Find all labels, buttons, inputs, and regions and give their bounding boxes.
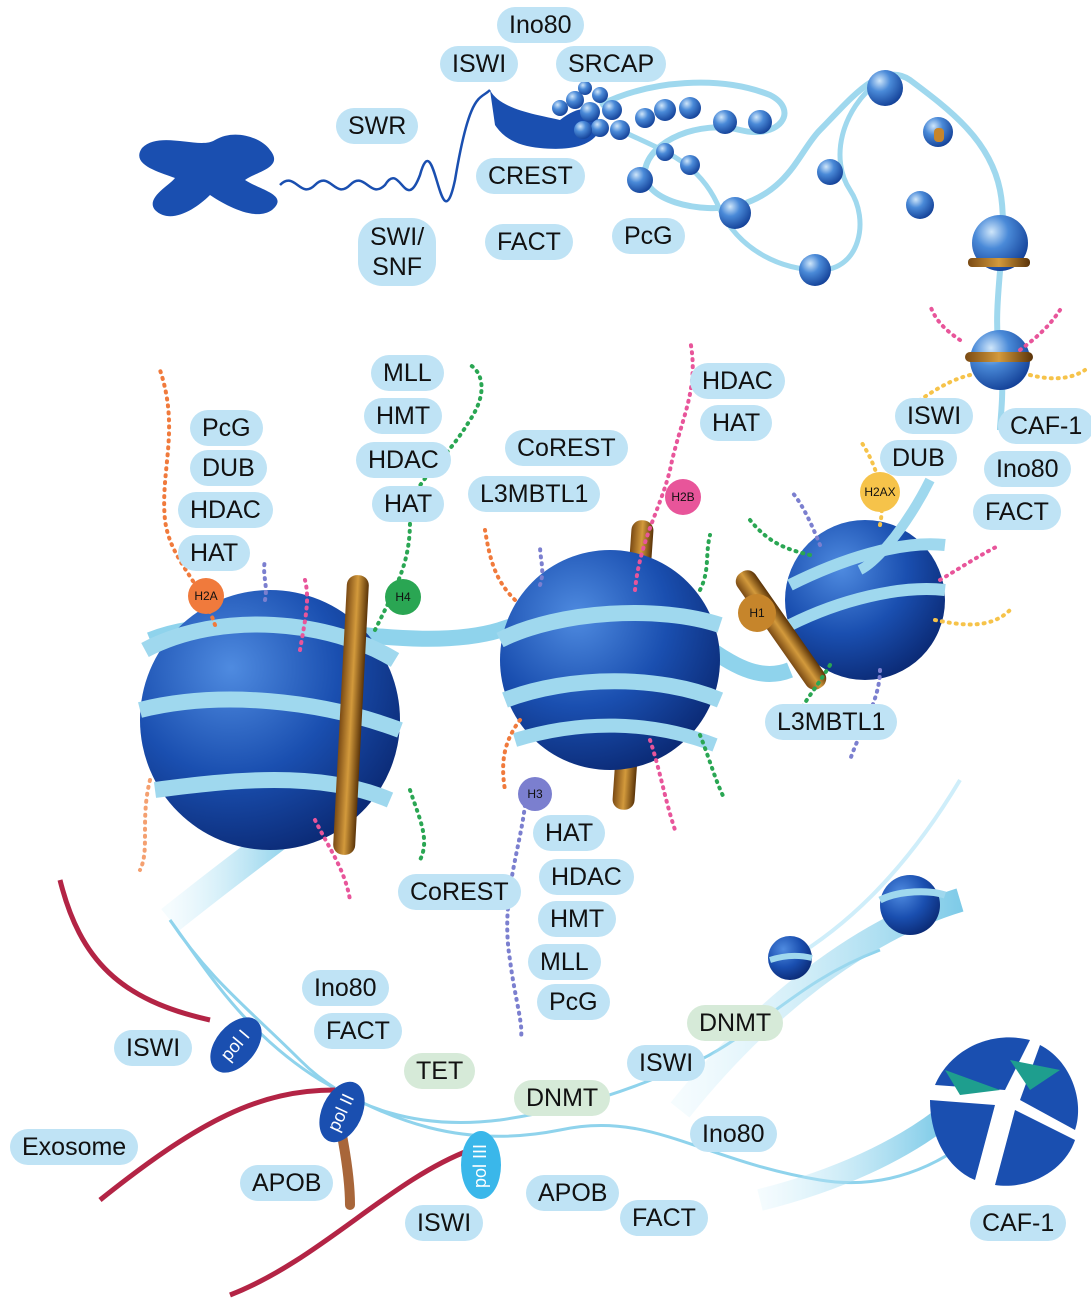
label-corest-top: CoREST (505, 430, 628, 466)
label-dnmt-top: DNMT (687, 1005, 783, 1041)
label-swi-snf-line2: SNF (370, 252, 424, 282)
nucleosome-bottom-right (768, 875, 945, 980)
label-dnmt-mid: DNMT (514, 1080, 610, 1116)
label-h4-hmt: HMT (364, 398, 442, 434)
label-h3-pcg: PcG (537, 984, 610, 1020)
nucleosome-center (500, 520, 720, 811)
label-bottom-iswi-lower: ISWI (405, 1205, 483, 1241)
label-srcap: SRCAP (556, 46, 666, 82)
label-right-iswi: ISWI (895, 398, 973, 434)
h3-circle: H3 (518, 777, 552, 811)
label-h3-hmt: HMT (538, 901, 616, 937)
label-right-fact: FACT (973, 494, 1061, 530)
label-h3-hat: HAT (533, 815, 605, 851)
label-pcg-top: PcG (612, 218, 685, 254)
label-h4-hat: HAT (372, 486, 444, 522)
label-h2b-hdac: HDAC (690, 363, 785, 399)
h2b-label: H2B (671, 490, 694, 504)
label-bottom-iswi-mid: ISWI (627, 1045, 705, 1081)
label-h3-mll: MLL (528, 944, 601, 980)
label-h3-hdac: HDAC (539, 859, 634, 895)
label-l3mbtl1-right: L3MBTL1 (765, 704, 897, 740)
pol-i: pol I (200, 1008, 272, 1083)
label-h4-mll: MLL (371, 355, 444, 391)
pol-iii-label: pol III (470, 1144, 490, 1188)
label-h2a-hdac: HDAC (178, 492, 273, 528)
h2a-circle: H2A (188, 578, 224, 614)
label-bottom-caf1: CAF-1 (970, 1205, 1066, 1241)
label-apob-mid: APOB (526, 1175, 619, 1211)
label-l3mbtl1-top: L3MBTL1 (468, 476, 600, 512)
label-right-caf1: CAF-1 (998, 408, 1091, 444)
h3-label: H3 (527, 787, 543, 801)
pol-iii: pol III (461, 1131, 501, 1199)
label-fact-top: FACT (485, 224, 573, 260)
label-corest-bottom: CoREST (398, 874, 521, 910)
label-h2a-pcg: PcG (190, 410, 263, 446)
h2ax-circle: H2AX (860, 472, 900, 512)
label-h2b-hat: HAT (700, 405, 772, 441)
label-swi-snf: SWI/ SNF (358, 218, 436, 286)
h1-label: H1 (749, 606, 765, 620)
label-ino80-top: Ino80 (497, 7, 584, 43)
transcription-region (60, 780, 970, 1295)
label-h2a-dub: DUB (190, 450, 267, 486)
h2ax-label: H2AX (864, 485, 895, 499)
pol-ii: pol II (310, 1075, 373, 1150)
label-bottom-ino80: Ino80 (302, 970, 389, 1006)
label-bottom-iswi-left: ISWI (114, 1030, 192, 1066)
label-bottom-fact-lower: FACT (620, 1200, 708, 1236)
h1-circle: H1 (738, 594, 776, 632)
label-bottom-fact: FACT (314, 1013, 402, 1049)
h2b-circle: H2B (665, 479, 701, 515)
disassembled-nucleosome (930, 1037, 1078, 1185)
label-swr: SWR (336, 108, 418, 144)
label-apob-left: APOB (240, 1165, 333, 1201)
nucleosome-left (140, 575, 400, 856)
h2a-label: H2A (194, 589, 217, 603)
label-exosome: Exosome (10, 1129, 138, 1165)
label-right-ino80: Ino80 (984, 451, 1071, 487)
h4-circle: H4 (385, 579, 421, 615)
label-iswi-top: ISWI (440, 46, 518, 82)
label-h2a-hat: HAT (178, 535, 250, 571)
label-right-dub: DUB (880, 440, 957, 476)
label-crest: CREST (476, 158, 585, 194)
label-tet: TET (404, 1053, 475, 1089)
nucleosome-right (732, 480, 945, 694)
label-swi-snf-line1: SWI/ (370, 222, 424, 252)
label-bottom-ino80-right: Ino80 (690, 1116, 777, 1152)
h4-label: H4 (395, 590, 411, 604)
label-h4-hdac: HDAC (356, 442, 451, 478)
